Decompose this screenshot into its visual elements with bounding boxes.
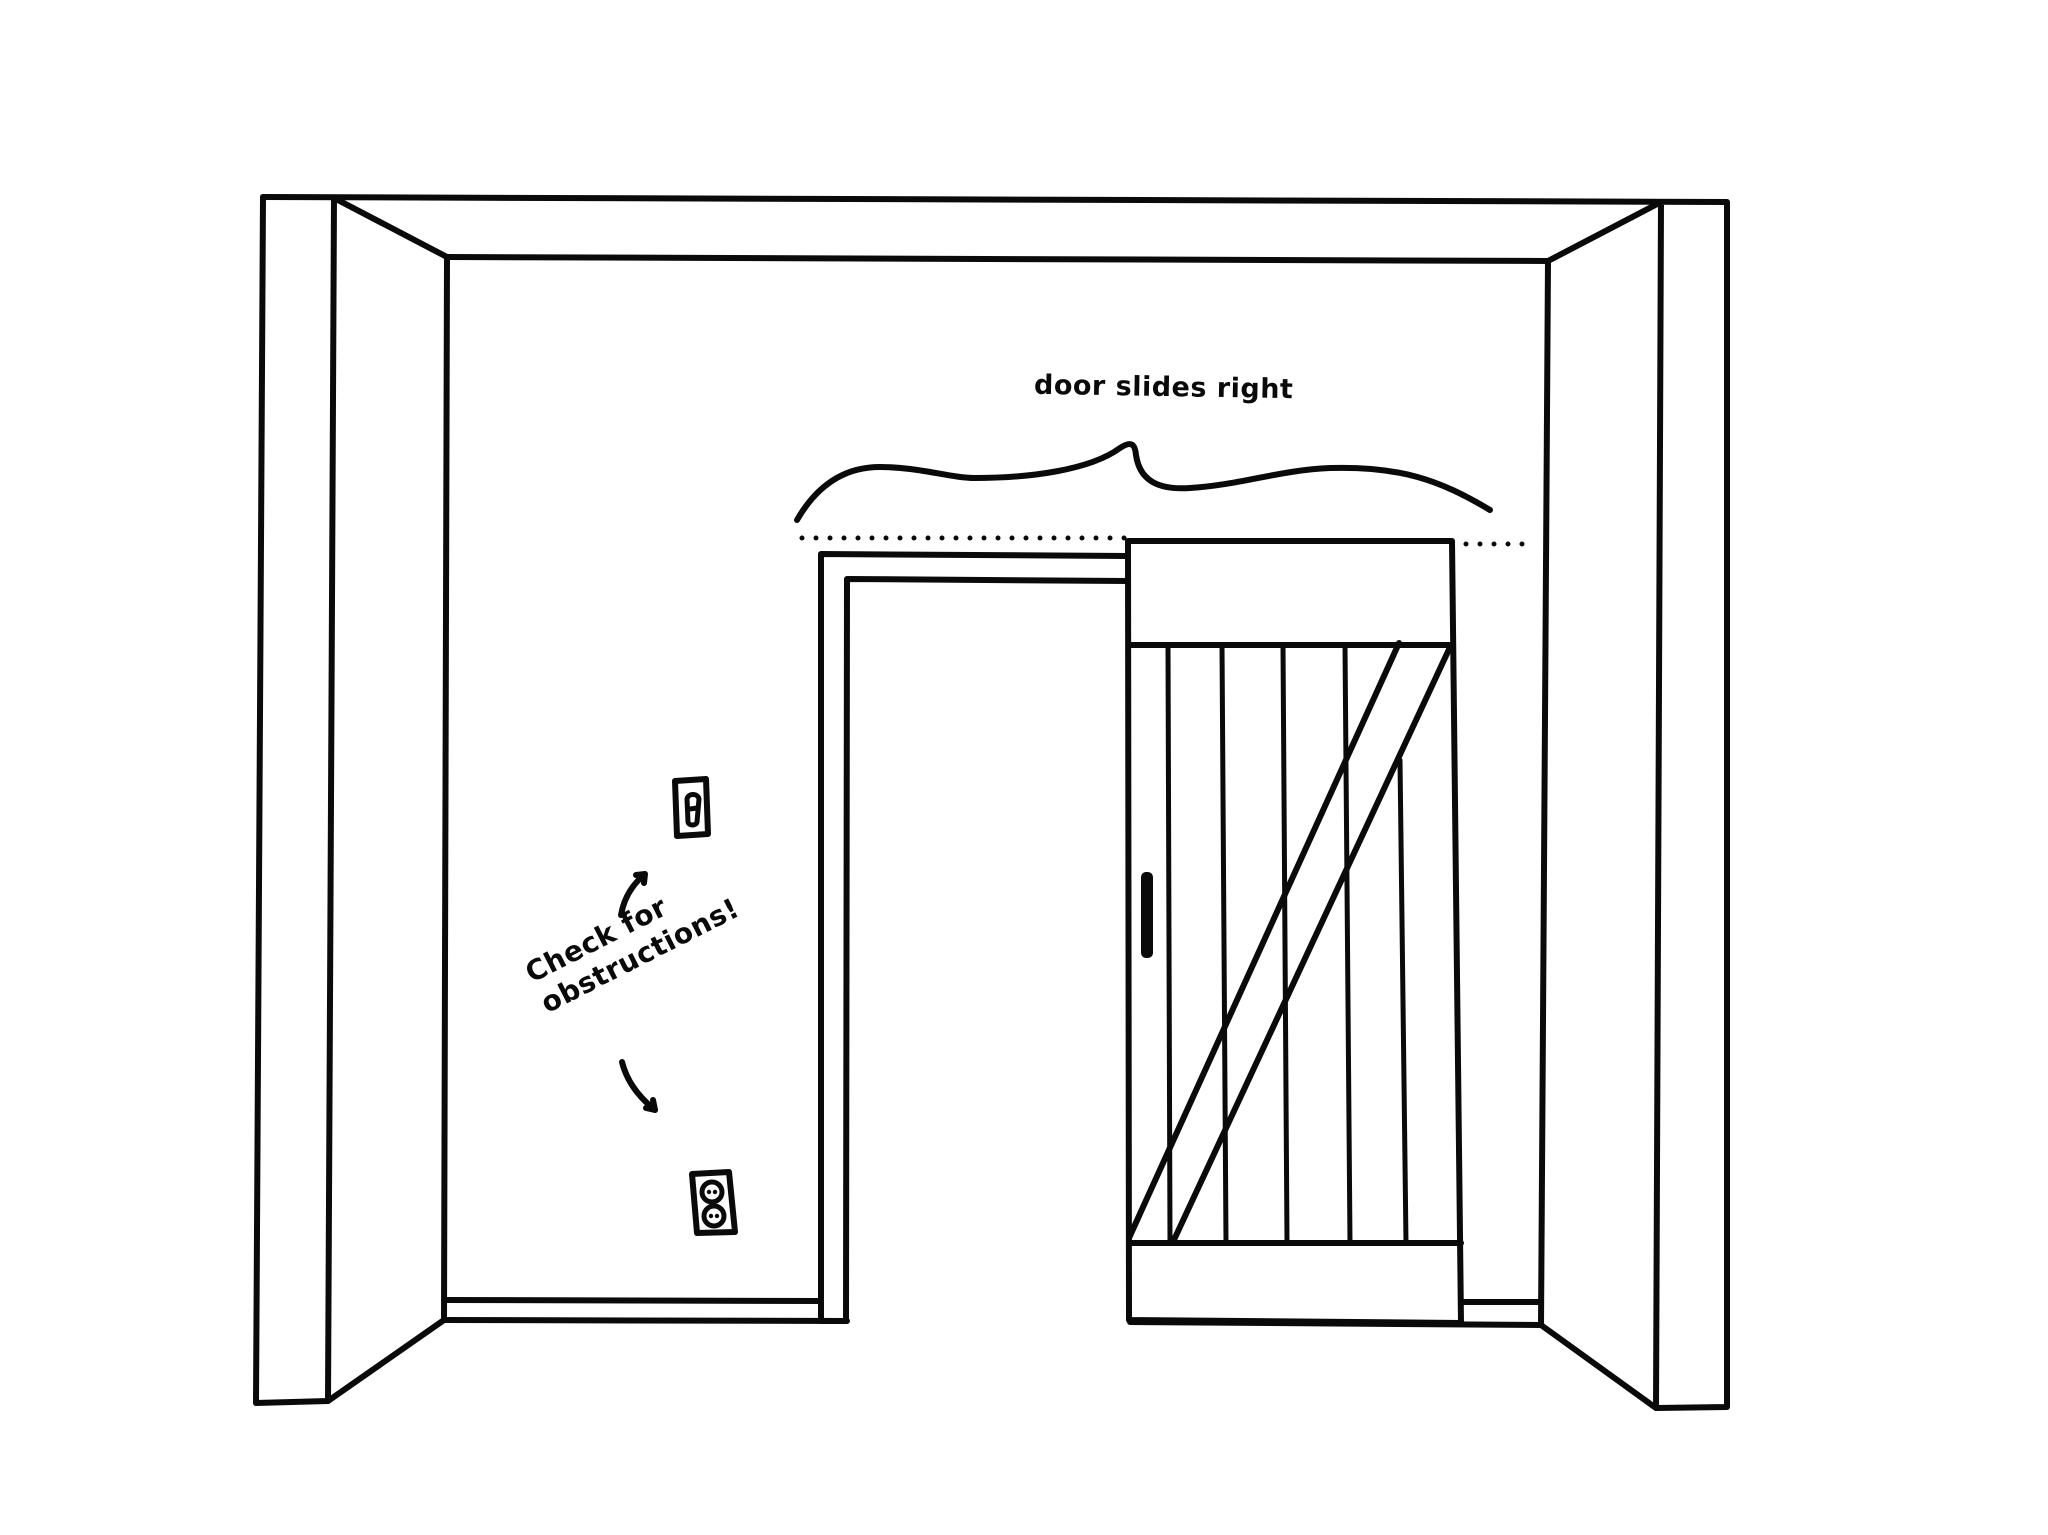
door-slat: [1397, 757, 1409, 1246]
door-diagonal-brace: [1170, 642, 1454, 1245]
barn-door[interactable]: [1125, 538, 1464, 1326]
door-opening-casing: [818, 551, 1131, 1324]
arrow-up-icon: [618, 871, 648, 918]
door-handle-icon[interactable]: [1141, 872, 1153, 958]
door-direction-label: door slides right: [1033, 369, 1294, 406]
slide-range-brace: [794, 441, 1493, 523]
wall-opening-frame: [253, 194, 1730, 1411]
door-slat: [1219, 642, 1229, 1246]
arrow-down-icon: [619, 1059, 658, 1113]
door-diagonal-brace: [1126, 640, 1402, 1241]
door-slat: [1280, 642, 1290, 1246]
light-switch-icon: [672, 776, 711, 839]
door-slat: [1342, 642, 1353, 1246]
electrical-outlet-icon: [689, 1169, 738, 1236]
